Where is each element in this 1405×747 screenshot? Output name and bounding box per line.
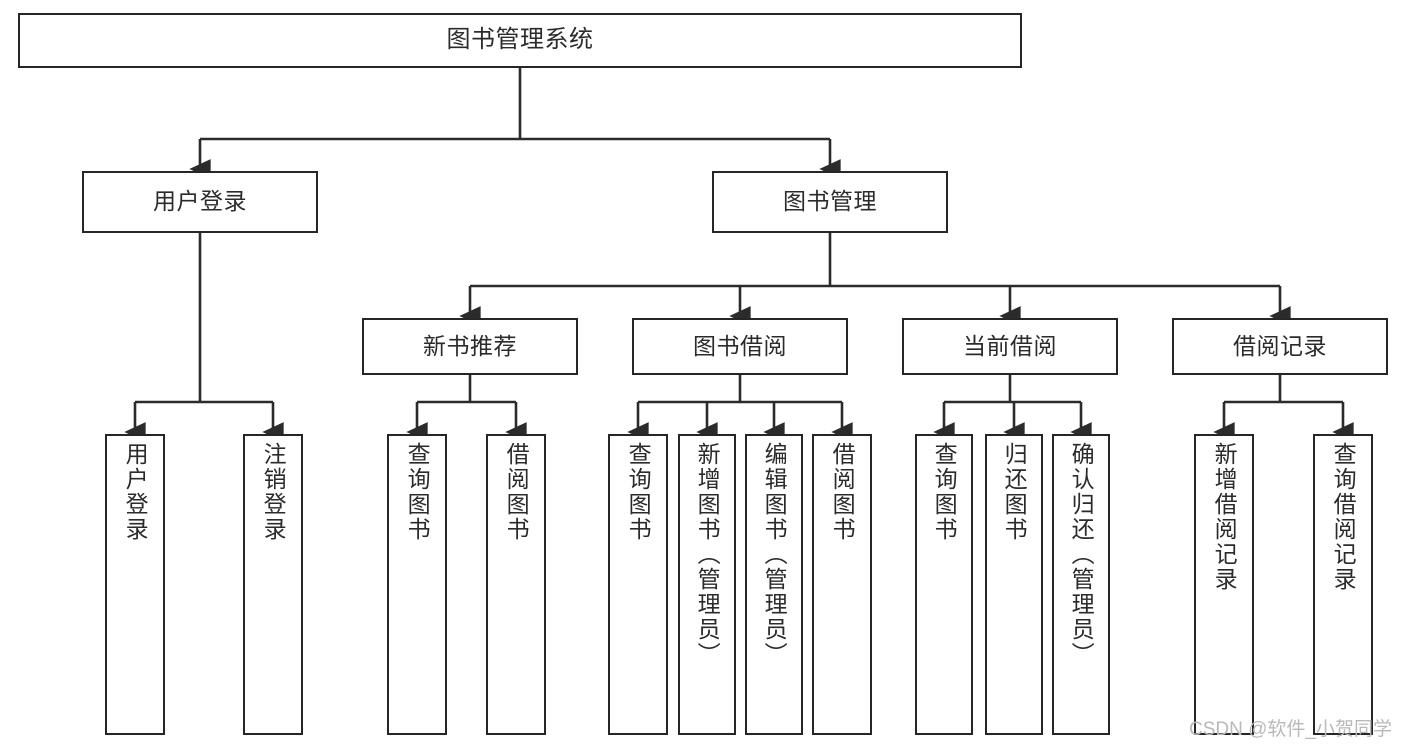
node-label: 确认归还（管理员） (1068, 442, 1095, 667)
node-root[interactable]: 图书管理系统 (18, 13, 1022, 68)
node-leaf-query-record[interactable]: 查询借阅记录 (1313, 434, 1373, 735)
node-book-manage[interactable]: 图书管理 (712, 171, 948, 233)
node-label: 用户登录 (153, 188, 247, 215)
node-leaf-confirm-return[interactable]: 确认归还（管理员） (1052, 434, 1110, 735)
node-leaf-add-record[interactable]: 新增借阅记录 (1194, 434, 1254, 735)
node-label: 借阅图书 (503, 442, 530, 542)
node-leaf-query-book[interactable]: 查询图书 (608, 434, 668, 735)
node-label: 图书管理系统 (446, 26, 594, 54)
node-label: 借阅图书 (829, 442, 856, 542)
node-label: 借阅记录 (1233, 332, 1327, 359)
node-leaf-return-book[interactable]: 归还图书 (985, 434, 1043, 735)
node-label: 图书借阅 (693, 332, 787, 359)
node-label: 查询图书 (404, 442, 431, 542)
node-leaf-borrow-book[interactable]: 借阅图书 (812, 434, 872, 735)
node-current-borrow[interactable]: 当前借阅 (902, 318, 1118, 375)
node-leaf-query-book-rec[interactable]: 查询图书 (387, 434, 447, 735)
node-label: 归还图书 (1001, 442, 1028, 542)
node-label: 新增图书（管理员） (694, 442, 721, 667)
node-new-book-rec[interactable]: 新书推荐 (362, 318, 578, 375)
node-leaf-add-book[interactable]: 新增图书（管理员） (678, 434, 736, 735)
node-book-borrow[interactable]: 图书借阅 (632, 318, 848, 375)
node-label: 新增借阅记录 (1211, 442, 1238, 592)
watermark-text: CSDN @软件_小贺同学 (1189, 719, 1392, 740)
node-label: 当前借阅 (963, 332, 1057, 359)
node-label: 编辑图书（管理员） (761, 442, 788, 667)
node-leaf-edit-book[interactable]: 编辑图书（管理员） (745, 434, 803, 735)
node-label: 查询借阅记录 (1330, 442, 1357, 592)
node-label: 查询图书 (625, 442, 652, 542)
node-label: 新书推荐 (423, 332, 517, 359)
node-leaf-borrow-book-rec[interactable]: 借阅图书 (486, 434, 546, 735)
node-label: 图书管理 (783, 188, 877, 215)
node-borrow-record[interactable]: 借阅记录 (1172, 318, 1388, 375)
node-label: 查询图书 (931, 442, 958, 542)
node-leaf-logout[interactable]: 注销登录 (243, 434, 303, 735)
node-user-login[interactable]: 用户登录 (82, 171, 318, 233)
node-label: 用户登录 (122, 442, 149, 542)
node-label: 注销登录 (260, 442, 287, 542)
node-leaf-query-book-cur[interactable]: 查询图书 (915, 434, 973, 735)
node-leaf-user-login[interactable]: 用户登录 (105, 434, 165, 735)
